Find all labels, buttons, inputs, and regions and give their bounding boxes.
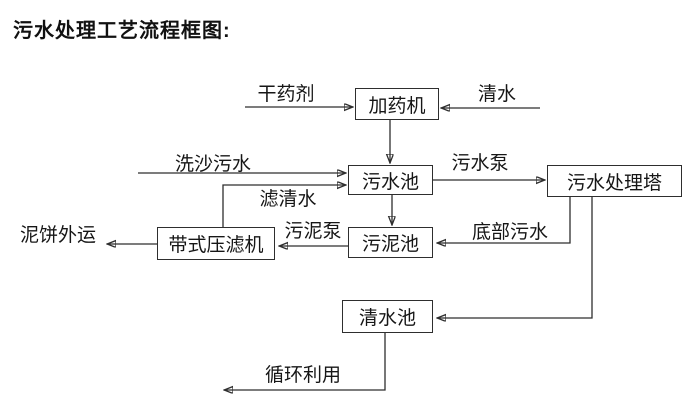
node-dosing-machine: 加药机 xyxy=(355,88,439,120)
label-recycle: 循环利用 xyxy=(264,365,342,386)
arrow-recycle-out xyxy=(224,333,386,390)
node-belt-filter-press: 带式压滤机 xyxy=(157,227,275,260)
label-filtered-water: 滤清水 xyxy=(259,189,317,210)
label-clean-water: 清水 xyxy=(477,84,517,105)
node-clean-water-pool: 清水池 xyxy=(342,300,433,333)
arrow-filtered-water-to-sewage-pool xyxy=(222,185,346,227)
node-treatment-tower: 污水处理塔 xyxy=(547,165,682,197)
arrow-bottom-sewage-to-sludge-pool xyxy=(437,197,571,243)
arrow-tower-to-clean-water-pool xyxy=(437,197,593,318)
label-bottom-sewage: 底部污水 xyxy=(471,222,549,243)
label-dry-agent: 干药剂 xyxy=(257,84,315,105)
label-mud-cake-out: 泥饼外运 xyxy=(19,225,97,246)
page-title: 污水处理工艺流程框图: xyxy=(13,20,231,42)
label-sand-washing-sewage: 洗沙污水 xyxy=(174,154,252,175)
label-sewage-pump: 污水泵 xyxy=(451,153,509,174)
label-sludge-pump: 污泥泵 xyxy=(284,221,342,242)
node-sludge-pool: 污泥池 xyxy=(348,227,433,258)
node-sewage-pool: 污水池 xyxy=(348,165,433,195)
